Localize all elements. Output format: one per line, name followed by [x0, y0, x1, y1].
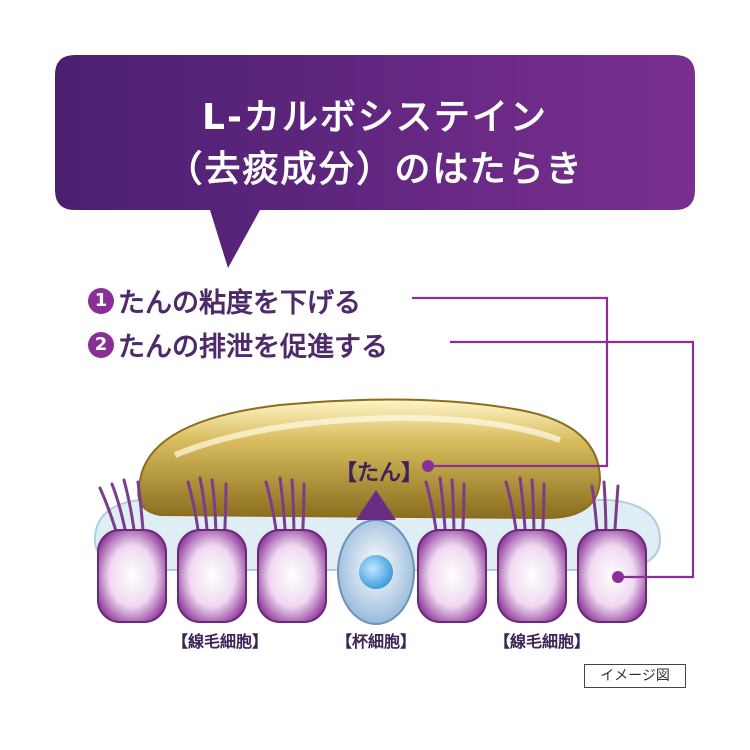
leader-lines — [412, 296, 695, 579]
title-line-2: （去痰成分）のはたらき — [166, 149, 584, 190]
goblet-cell-label: 【杯細胞】 — [336, 632, 417, 651]
ciliated-cell-label-right: 【線毛細胞】 — [494, 632, 591, 651]
ciliated-cell — [497, 529, 567, 623]
ciliated-cell-label-left: 【線毛細胞】 — [172, 632, 269, 651]
phlegm-marker — [422, 460, 434, 472]
point-1-number: 1 — [88, 287, 114, 314]
point-2-number: 2 — [88, 331, 114, 358]
ciliated-cell — [177, 529, 247, 623]
secretion-arrow — [356, 490, 396, 520]
point-1-text: たんの粘度を下げる — [118, 288, 361, 319]
cell-marker — [612, 571, 624, 583]
goblet-cell — [337, 519, 415, 625]
image-note: イメージ図 — [584, 664, 686, 688]
ciliated-cell — [257, 529, 327, 623]
ciliated-cell — [417, 529, 487, 623]
point-1: 1 たんの粘度を下げる — [88, 281, 361, 320]
point-2: 2 たんの排泄を促進する — [88, 325, 388, 364]
title-line-1: L-カルボシステイン — [202, 97, 548, 138]
point-2-text: たんの排泄を促進する — [118, 332, 388, 363]
ciliated-cells — [97, 529, 647, 623]
phlegm-label: 【たん】 — [335, 461, 424, 486]
ciliated-cell — [97, 529, 167, 623]
